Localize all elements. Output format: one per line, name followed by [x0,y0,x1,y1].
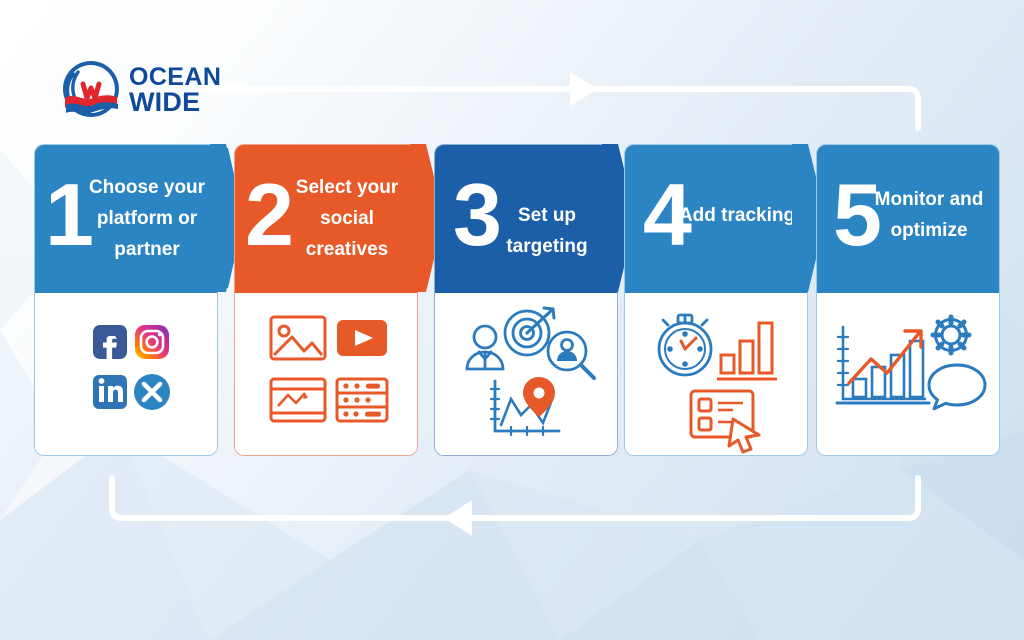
magnifier-audience-icon [546,330,596,380]
step-card-2[interactable]: 2 Select your social creatives [234,144,418,456]
step-card-5-body [817,293,999,455]
step-2-icon-group [235,293,417,455]
oceanwide-globe-logo-icon [62,61,119,117]
step-number-4: 4 [643,165,692,264]
step-card-5-header: 5 Monitor and optimize [817,145,999,293]
speech-bubble-icon [927,363,987,411]
bar-chart-icon [717,321,777,381]
step-4-icon-group [625,293,807,455]
step-card-2-shell: 2 Select your social creatives [234,144,418,456]
step-card-1-shell: 1 Choose your platform or partner [34,144,218,456]
step-number-2: 2 [245,165,294,264]
arrow-right-triangle [570,72,598,106]
brand-name-line1: OCEAN [129,62,222,91]
step-label-1: Choose your platform or partner [88,177,206,260]
gear-icon [930,314,972,356]
growth-chart-arrow-icon [835,325,931,405]
step-card-3-header: 3 Set up targeting [435,145,617,293]
step-label-5: Monitor and optimize [874,189,984,241]
step-card-5[interactable]: 5 Monitor and optimize [816,144,1000,456]
step-card-4[interactable]: 4 Add tracking [624,144,808,456]
step-label-2: Select your social creatives [295,177,399,260]
step-label-3: Set up targeting [506,205,588,257]
step-card-1-header: 1 Choose your platform or partner [35,145,217,293]
arrow-left-triangle [444,500,472,536]
step-card-3-body [435,293,617,455]
step-number-1: 1 [45,165,94,264]
facebook-icon [93,325,127,360]
checklist-cursor-icon [689,389,761,454]
x-twitter-icon [134,374,170,410]
linkedin-icon [93,375,127,409]
step-card-4-header: 4 Add tracking [625,145,807,293]
step-number-5: 5 [833,165,882,264]
brand-name-line2: WIDE [129,87,201,118]
step-card-5-shell: 5 Monitor and optimize [816,144,1000,456]
instagram-icon [135,325,169,359]
step-1-icon-group [35,293,217,455]
target-arrow-icon [503,306,556,357]
step-card-4-body [625,293,807,455]
person-user-icon [465,324,505,371]
step-card-2-header: 2 Select your social creatives [235,145,417,293]
step-3-icon-group [435,293,617,455]
image-photo-icon [269,315,327,361]
stopwatch-icon [657,313,713,377]
step-card-1[interactable]: 1 Choose your platform or partner [34,144,218,456]
chart-window-icon [269,377,327,423]
step-5-icon-group [817,293,999,455]
step-card-3[interactable]: 3 Set up targeting [434,144,618,456]
step-number-3: 3 [453,165,502,264]
chart-location-pin-icon [489,377,561,437]
step-card-2-body [235,293,417,455]
step-label-4: Add tracking [678,205,796,226]
video-play-icon [337,320,387,356]
step-card-1-body [35,293,217,455]
growth-arrow-line [847,329,923,385]
list-form-icon [335,377,389,423]
brand-wordmark: OCEAN WIDE [129,62,222,118]
brand-logo[interactable]: OCEAN WIDE [62,58,272,120]
step-card-4-shell: 4 Add tracking [624,144,808,456]
step-card-3-shell: 3 Set up targeting [434,144,618,456]
